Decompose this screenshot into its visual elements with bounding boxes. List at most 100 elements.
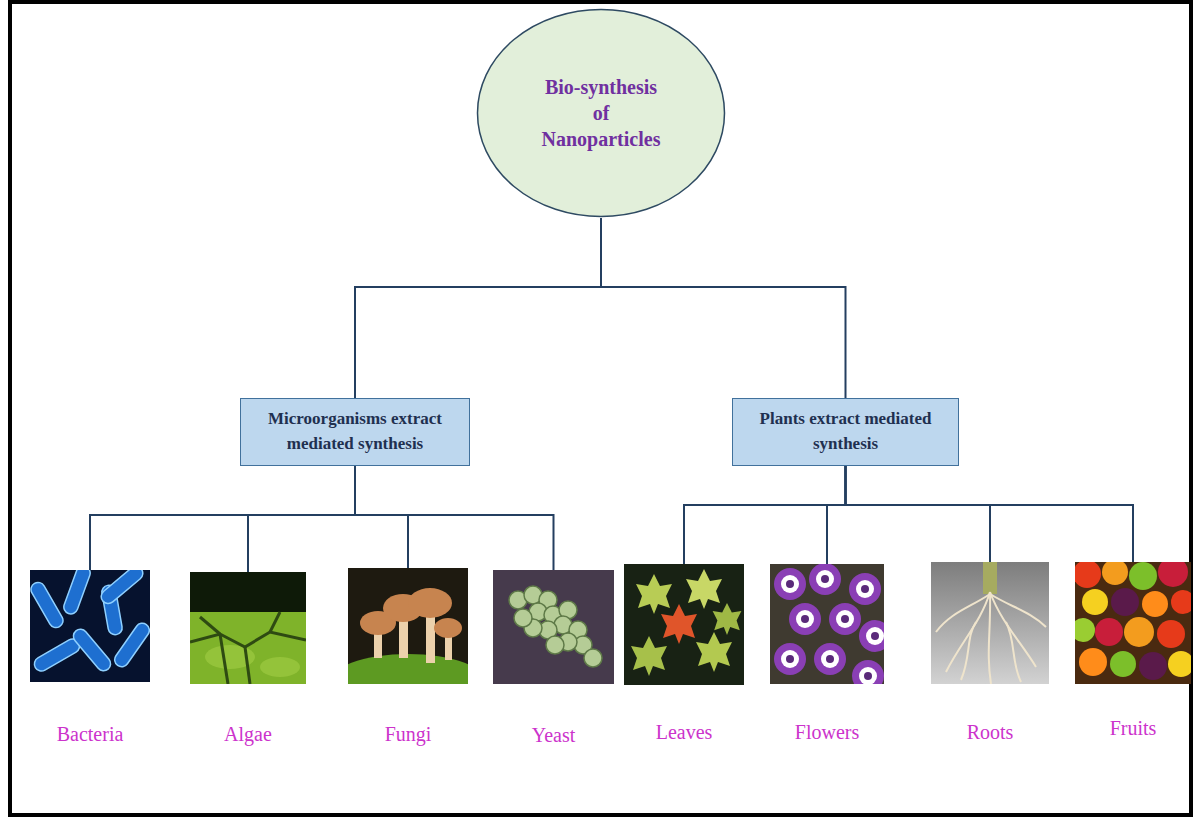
flower-centre	[861, 585, 869, 593]
flower	[809, 564, 841, 595]
fruit	[1168, 651, 1191, 677]
yeast-cell	[514, 609, 532, 627]
fruits-picture	[1075, 562, 1191, 684]
fungi-picture	[348, 568, 468, 684]
category-box: Microorganisms extract mediated synthesi…	[240, 398, 470, 466]
item-label: Flowers	[770, 719, 884, 745]
yeast-cell	[584, 649, 602, 667]
flower-centre	[801, 615, 809, 623]
leaf	[686, 569, 722, 609]
flower-centre	[786, 655, 794, 663]
crack	[190, 632, 306, 647]
fruit	[1139, 652, 1167, 680]
item-label: Roots	[931, 719, 1049, 745]
root	[936, 594, 990, 632]
title-text: Bio-synthesis of Nanoparticles	[539, 74, 664, 152]
flower	[852, 660, 884, 684]
leaf	[631, 636, 667, 676]
item-label: Fungi	[348, 721, 468, 747]
flower-eye	[866, 627, 884, 645]
source-item: Fungi	[348, 568, 468, 747]
item-label: Fruits	[1075, 715, 1191, 741]
category-box: Plants extract mediated synthesis	[732, 398, 959, 466]
item-label: Algae	[190, 721, 306, 747]
leaf	[713, 603, 742, 635]
fruit	[1129, 562, 1157, 590]
bacterium	[62, 570, 92, 616]
mushroom-cap	[408, 588, 452, 618]
fruit	[1102, 562, 1128, 585]
source-item: Roots	[931, 562, 1049, 745]
fruit	[1171, 590, 1191, 614]
yeast-cell	[546, 636, 564, 654]
algae-patch	[260, 657, 300, 677]
flower-eye	[859, 667, 877, 684]
fruit	[1111, 588, 1139, 616]
crack	[270, 612, 280, 632]
fruit	[1157, 620, 1185, 648]
fruit	[1082, 589, 1108, 615]
tree-connector	[827, 466, 846, 564]
flower-petals	[774, 564, 884, 684]
picture-ground	[30, 570, 150, 682]
page-frame	[10, 2, 1191, 815]
source-item: Bacteria	[30, 570, 150, 747]
fruit	[1142, 591, 1168, 617]
fruit	[1158, 562, 1188, 587]
bacterium	[71, 626, 114, 673]
flower-eye	[821, 650, 839, 668]
bacterium	[98, 570, 145, 606]
leaf	[661, 604, 697, 644]
crack	[200, 617, 220, 634]
root	[989, 592, 991, 684]
fruit	[1079, 648, 1107, 676]
roots-picture	[931, 562, 1049, 684]
mushroom-cap	[434, 618, 462, 638]
bacterium	[32, 636, 82, 673]
source-item: Leaves	[624, 564, 744, 745]
picture-ground	[624, 564, 744, 685]
flower-centre	[864, 672, 872, 680]
tree-connector	[355, 466, 554, 570]
box-label: Microorganisms extract mediated synthesi…	[251, 407, 459, 456]
flower	[774, 643, 806, 675]
title-ellipse: Bio-synthesis of Nanoparticles	[476, 8, 726, 218]
flower-eye	[781, 575, 799, 593]
tree-connector	[248, 466, 355, 572]
root	[990, 594, 1046, 627]
flowers-picture	[770, 564, 884, 684]
bacterium	[112, 621, 150, 670]
bacterium	[30, 580, 66, 630]
flower	[789, 603, 821, 635]
flower-eye	[816, 570, 834, 588]
crack	[220, 634, 228, 684]
fruit	[1110, 651, 1136, 677]
source-item: Yeast	[493, 570, 614, 748]
flower	[849, 573, 881, 605]
bacteria-picture	[30, 570, 150, 682]
tree-connector	[90, 466, 355, 570]
tree-connector	[355, 466, 408, 568]
item-label: Yeast	[493, 722, 614, 748]
plant-stem	[983, 562, 997, 594]
picture-ground	[493, 570, 614, 684]
root	[1006, 622, 1021, 682]
root	[961, 622, 976, 680]
fruit	[1124, 617, 1154, 647]
flower	[814, 643, 846, 675]
yeast-picture	[493, 570, 614, 684]
tree-connector	[601, 218, 846, 398]
item-label: Bacteria	[30, 721, 150, 747]
crack	[245, 647, 250, 684]
algae-mat	[190, 612, 306, 684]
flower-centre	[871, 632, 879, 640]
source-item: Flowers	[770, 564, 884, 745]
source-item: Fruits	[1075, 562, 1191, 741]
leaves-picture	[624, 564, 744, 685]
box-label: Plants extract mediated synthesis	[743, 407, 948, 456]
flower-centre	[786, 580, 794, 588]
tree-connector	[684, 466, 846, 564]
flower-centre	[826, 655, 834, 663]
